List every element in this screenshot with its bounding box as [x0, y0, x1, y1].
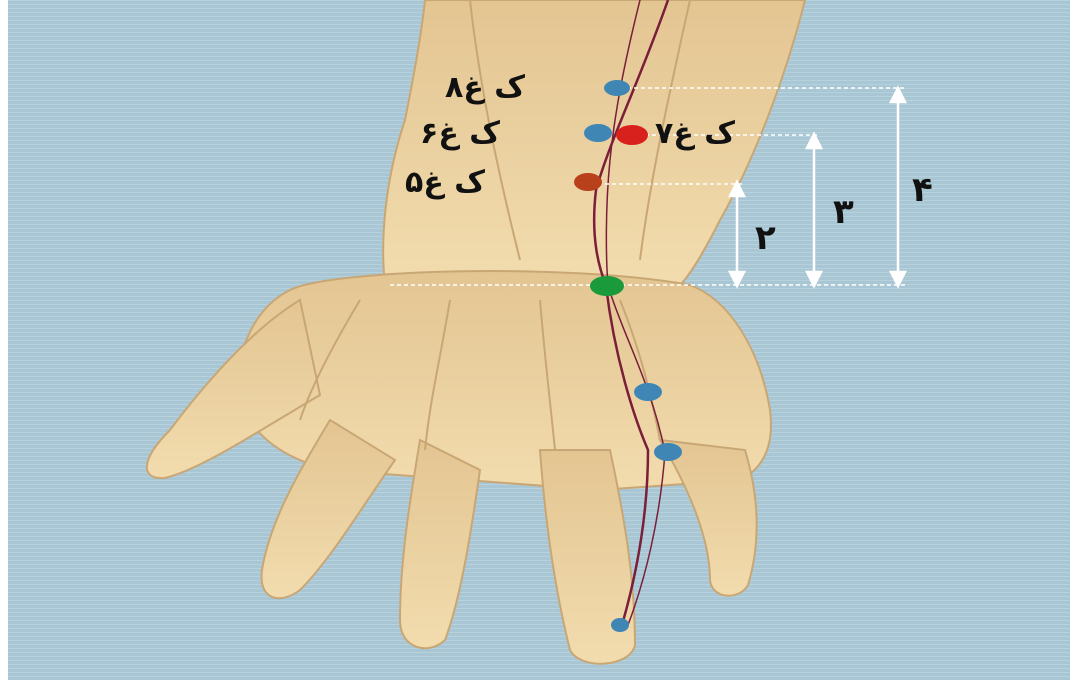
acupoint-hand	[654, 443, 682, 461]
acupoint-p6	[584, 124, 612, 142]
distance-label-2: ۲	[755, 218, 776, 258]
acupoint-p5	[574, 173, 602, 191]
acupoint-p8	[604, 80, 630, 96]
acupoint-hand	[611, 618, 629, 632]
label-point-8: ک غ۸	[445, 70, 525, 105]
distance-label-4: ۴	[912, 170, 933, 210]
label-point-6: ک غ۶	[420, 116, 500, 151]
label-point-5: ک غ۵	[405, 165, 485, 200]
acupoint-wrist	[590, 276, 624, 296]
distance-label-3: ۳	[833, 192, 854, 232]
acupoint-p7	[616, 125, 648, 145]
acupoint-hand	[634, 383, 662, 401]
label-point-7: ک غ۷	[655, 116, 735, 151]
